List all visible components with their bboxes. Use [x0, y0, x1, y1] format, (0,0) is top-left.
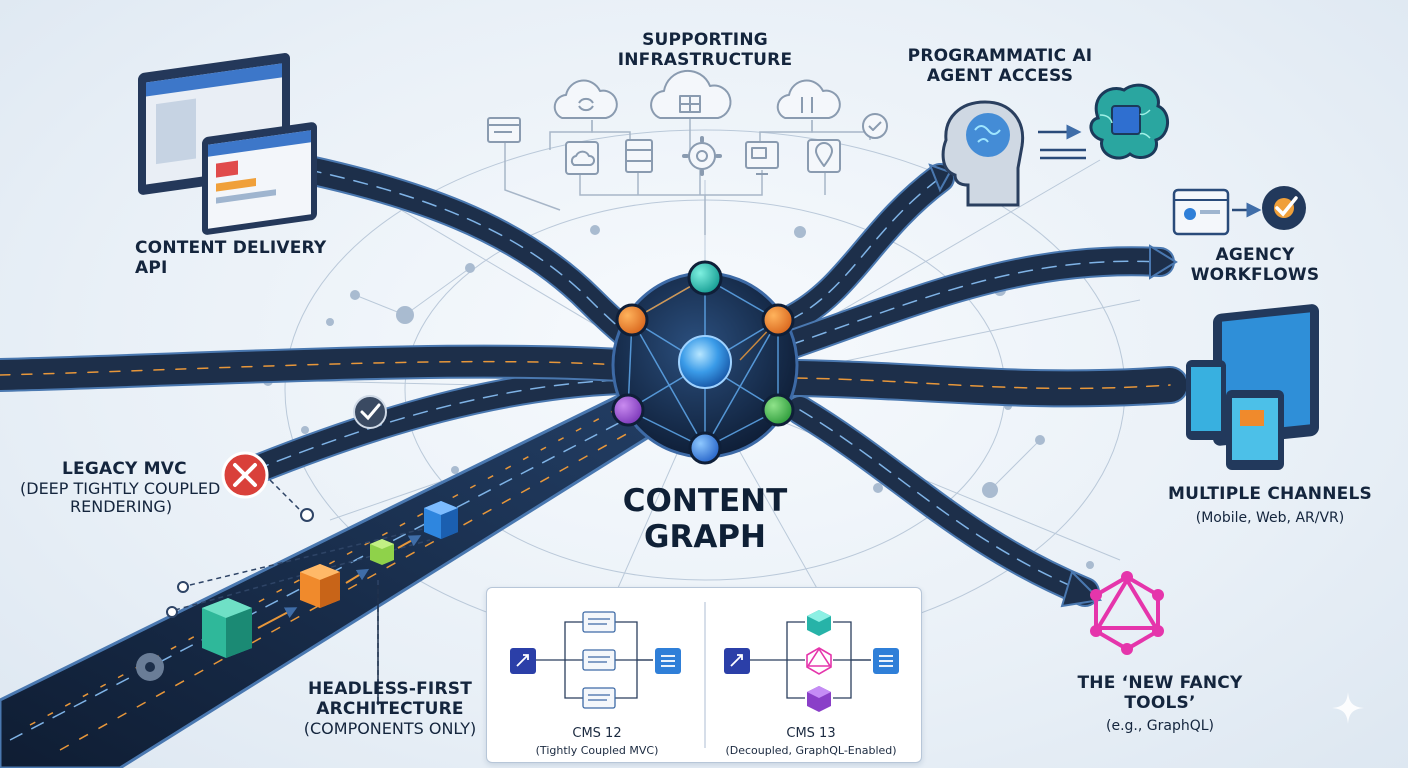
- multiple-channels-label: MULTIPLE CHANNELS (Mobile, Web, AR/VR): [1150, 484, 1390, 526]
- agency-workflows-label: AGENCY WORKFLOWS: [1180, 245, 1330, 285]
- content-graph-title: CONTENT GRAPH: [600, 483, 810, 555]
- center-line2: GRAPH: [644, 518, 766, 555]
- location-pin-icon: [807, 139, 841, 173]
- programmatic-ai-label: PROGRAMMATIC AI AGENT ACCESS: [890, 46, 1110, 86]
- cms12-desc: (Tightly Coupled MVC): [535, 744, 659, 757]
- browser-windows-icon: [138, 53, 317, 235]
- legacy-mvc-label: LEGACY MVC (DEEP TIGHTLY COUPLED RENDERI…: [20, 459, 250, 516]
- new-tools-line1: THE ‘NEW FANCY TOOLS’: [1077, 673, 1243, 713]
- devices-icon: [1186, 304, 1319, 470]
- cms-comparison-diagram: [510, 602, 899, 748]
- infrastructure-tree: [504, 118, 871, 235]
- legacy-line2: (DEEP TIGHTLY COUPLED: [20, 478, 221, 498]
- programmatic-ai-line1: PROGRAMMATIC AI: [907, 46, 1093, 66]
- content-graph-hub[interactable]: [611, 260, 799, 465]
- legacy-line1: LEGACY MVC: [62, 459, 187, 479]
- ai-head-icon: [941, 100, 1025, 207]
- check-icon[interactable]: [353, 395, 387, 429]
- cms13-caption: CMS 13 (Decoupled, GraphQL-Enabled): [711, 726, 911, 757]
- multiple-channels-title: MULTIPLE CHANNELS: [1168, 484, 1372, 504]
- headless-line3: (COMPONENTS ONLY): [303, 719, 477, 739]
- cms13-name: CMS 13: [786, 726, 836, 741]
- ai-brain-chip-icon: [1089, 83, 1169, 160]
- cms12-page-icons: [582, 611, 616, 709]
- gear-icon: [682, 136, 722, 176]
- cms12-name: CMS 12: [572, 726, 622, 741]
- workflow-gear-check-icon: [1172, 186, 1306, 236]
- monitor-icon: [745, 141, 779, 175]
- cloud-grid-icon: [650, 69, 732, 119]
- cloud-small-icon: [565, 141, 599, 175]
- cms12-flow: [535, 621, 653, 699]
- browser-mini-icon: [487, 117, 521, 143]
- infra-icons: [487, 69, 888, 176]
- road-arrowheads: [928, 163, 1178, 608]
- cube-blue: [424, 501, 458, 539]
- agency-line1: AGENCY: [1215, 245, 1295, 265]
- component-cubes: [136, 501, 458, 681]
- gear-check-small-icon: [862, 113, 888, 139]
- agency-line2: WORKFLOWS: [1190, 264, 1320, 285]
- cloud-sync-icon: [553, 79, 618, 119]
- new-fancy-tools-label: THE ‘NEW FANCY TOOLS’ (e.g., GraphQL): [1040, 673, 1280, 735]
- content-delivery-api-label: CONTENT DELIVERY API: [135, 238, 327, 278]
- cube-lime: [370, 539, 394, 565]
- cms12-caption: CMS 12 (Tightly Coupled MVC): [497, 726, 697, 757]
- gear-icon: [136, 653, 164, 681]
- cms13-layer-purple-icon: [807, 686, 831, 712]
- center-line1: CONTENT: [622, 483, 788, 519]
- cube-orange: [300, 564, 340, 608]
- cms-comparison-panel: CMS 12 (Tightly Coupled MVC) CMS 13 (Dec…: [486, 587, 922, 763]
- supporting-infrastructure-label: SUPPORTING INFRASTRUCTURE: [617, 30, 793, 70]
- ai-arrows: [1038, 124, 1086, 160]
- programmatic-ai-line2: AGENT ACCESS: [926, 65, 1074, 86]
- data-roads: [0, 145, 1189, 607]
- graphql-icon: [806, 647, 832, 675]
- left-connector-nodes: [166, 508, 314, 618]
- headless-line2: ARCHITECTURE: [316, 698, 464, 719]
- headless-line1: HEADLESS-FIRST: [307, 679, 472, 699]
- cube-arrows: [257, 535, 422, 629]
- graphql-icon: [1090, 571, 1164, 655]
- new-tools-line2: (e.g., GraphQL): [1106, 718, 1214, 735]
- multiple-channels-sub: (Mobile, Web, AR/VR): [1195, 509, 1345, 526]
- cms13-flow: [749, 621, 871, 699]
- error-x-icon[interactable]: [221, 451, 269, 499]
- server-icon: [625, 139, 653, 173]
- cloud-transfer-icon: [776, 79, 841, 119]
- legacy-line3: RENDERING): [70, 496, 173, 516]
- cms13-desc: (Decoupled, GraphQL-Enabled): [725, 744, 897, 757]
- cube-green-large: [202, 598, 252, 658]
- cms13-layer-teal-icon: [807, 610, 831, 636]
- sparkle-icon: [1332, 692, 1364, 724]
- headless-first-label: HEADLESS-FIRST ARCHITECTURE (COMPONENTS …: [290, 679, 490, 739]
